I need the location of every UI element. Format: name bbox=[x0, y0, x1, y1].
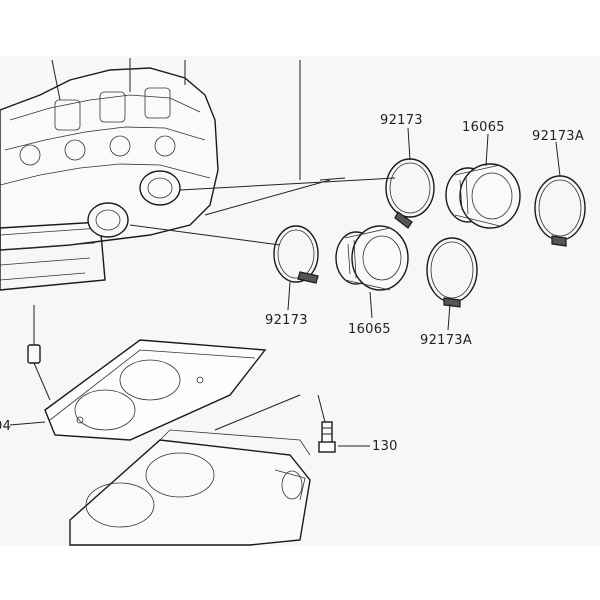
clamp-upper-left bbox=[385, 158, 435, 229]
head-gasket bbox=[9, 339, 267, 441]
label-clamp-upper-left: 92173 bbox=[380, 113, 423, 128]
boot-lower bbox=[335, 225, 409, 291]
clamp-lower-left bbox=[273, 225, 319, 284]
bolt bbox=[317, 394, 336, 453]
label-bolt: 130 bbox=[372, 439, 398, 454]
leader-lines bbox=[129, 60, 396, 246]
label-clamp-upper-right: 92173A bbox=[532, 129, 584, 144]
clamp-lower-right bbox=[426, 237, 478, 308]
cylinder-block bbox=[69, 394, 311, 546]
clamp-upper-right bbox=[534, 175, 586, 247]
callout-leaders bbox=[287, 127, 561, 447]
dowel-pin bbox=[27, 305, 51, 401]
label-boot-lower: 16065 bbox=[348, 322, 391, 337]
label-clamp-lower-left: 92173 bbox=[265, 313, 308, 328]
label-clamp-lower-right: 92173A bbox=[420, 333, 472, 348]
label-gasket-partial: 04 bbox=[0, 419, 11, 434]
label-boot-upper: 16065 bbox=[462, 120, 505, 135]
boot-upper bbox=[445, 163, 521, 229]
cylinder-head bbox=[0, 58, 219, 291]
